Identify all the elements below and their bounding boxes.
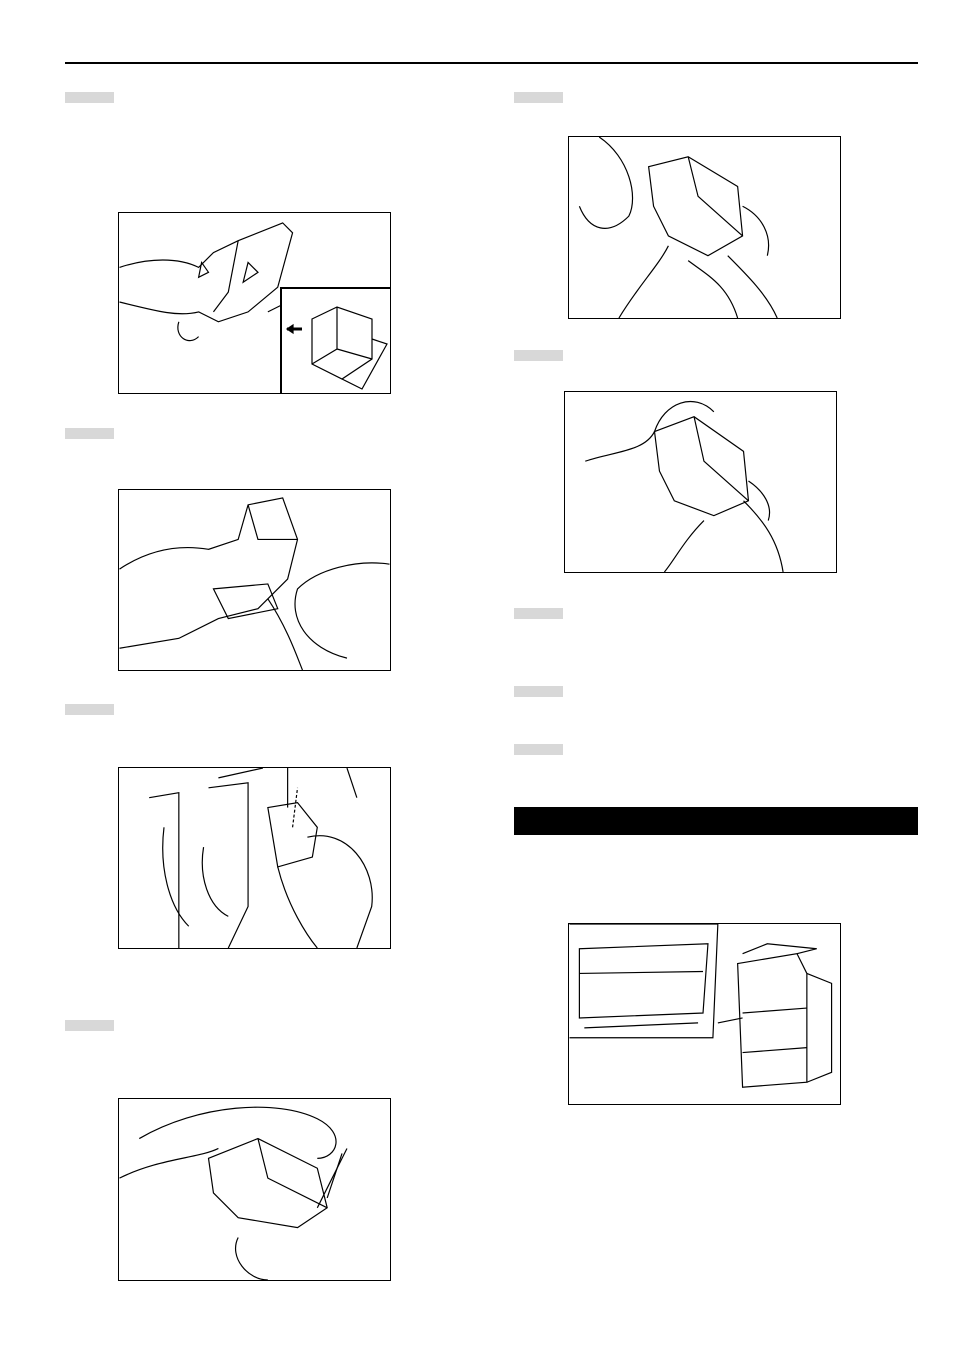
hand-cartridge-illustration xyxy=(119,497,390,670)
figure-staple-cartridge-insert xyxy=(118,212,391,394)
step-marker xyxy=(514,608,563,619)
figure-copier-duplex-unit xyxy=(568,923,841,1105)
step-marker xyxy=(65,1020,114,1031)
figure-staple-holder-tab xyxy=(568,136,841,319)
figure-staple-cartridge-remove xyxy=(118,767,391,949)
header-rule xyxy=(65,62,918,64)
copier-illustration xyxy=(569,924,833,1088)
hand-holder-illustration xyxy=(578,137,778,318)
hand-holder-illustration xyxy=(119,1106,348,1280)
machine-hand-illustration xyxy=(149,768,373,948)
figure-staple-holder-close xyxy=(564,391,837,573)
inset-detail xyxy=(280,287,390,393)
figure-staple-cartridge-release xyxy=(118,489,391,671)
figure-staple-holder-open xyxy=(118,1098,391,1281)
step-marker xyxy=(514,686,563,697)
step-marker xyxy=(514,350,563,361)
step-marker xyxy=(514,744,563,755)
step-marker xyxy=(65,704,114,715)
step-marker xyxy=(514,92,563,103)
cartridge-inset-illustration xyxy=(285,306,388,390)
step-marker xyxy=(65,92,114,103)
step-marker xyxy=(65,428,114,439)
hand-holder-illustration xyxy=(585,401,784,572)
section-heading-bar xyxy=(514,807,918,835)
